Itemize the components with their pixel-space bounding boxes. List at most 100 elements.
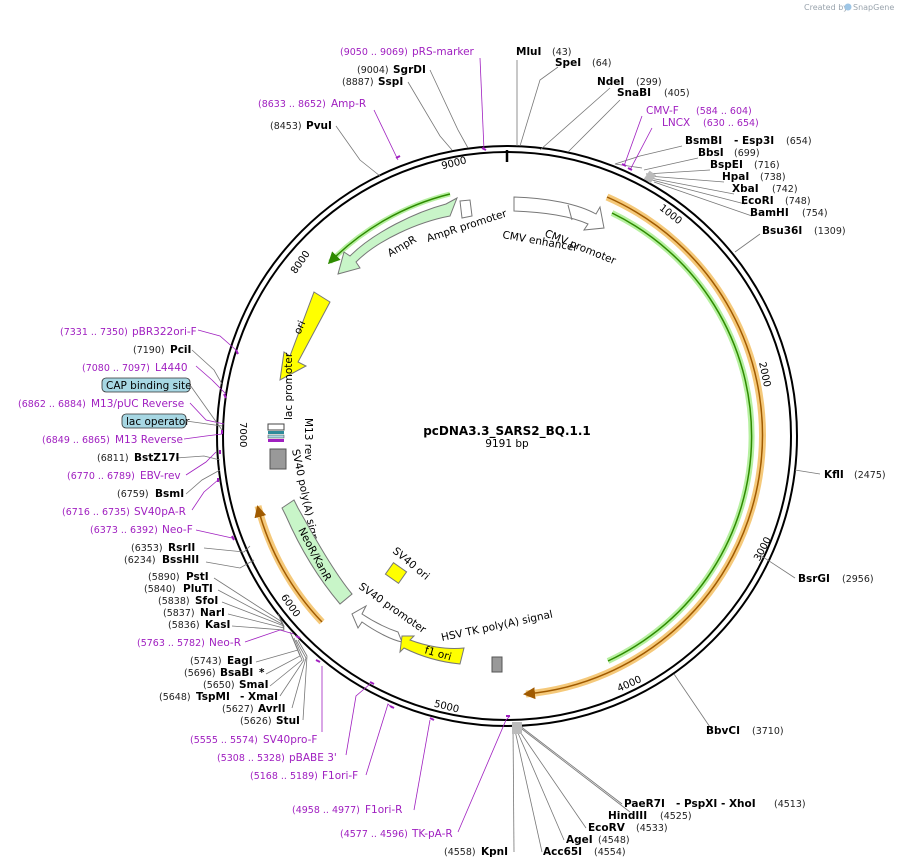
primer-pos: (6862 .. 6884): [18, 399, 86, 410]
enzyme-name[interactable]: HindIII: [608, 810, 647, 822]
enzyme-name[interactable]: AgeI: [566, 834, 593, 846]
green-arc-top-line: [327, 193, 451, 265]
enzyme-name[interactable]: RsrII: [168, 542, 195, 554]
ampr-promoter-feature: [459, 199, 473, 219]
watermark-text: Created by: [804, 3, 848, 12]
f1-ori-feature: [399, 635, 465, 665]
primer-name[interactable]: F1ori-R: [365, 804, 402, 816]
enzyme-pos: (5626): [240, 716, 272, 727]
enzyme-name[interactable]: HpaI: [722, 171, 749, 183]
enzyme-name[interactable]: Bsu36I: [762, 225, 802, 237]
primer-name[interactable]: SV40pro-F: [263, 734, 317, 746]
enzyme-pos: (738): [760, 172, 786, 183]
enzyme-name[interactable]: BstZ17I: [134, 452, 179, 464]
enzyme-name[interactable]: BssHII: [162, 554, 199, 566]
enzyme-name[interactable]: KpnI: [481, 846, 508, 858]
primer-name[interactable]: M13 Reverse: [115, 434, 183, 446]
primer-name[interactable]: Neo-F: [162, 524, 193, 536]
enzyme-name[interactable]: StuI: [276, 715, 300, 727]
enzyme-name[interactable]: KflI: [824, 469, 844, 481]
hsv-tk-block: [491, 656, 503, 673]
primer-name[interactable]: SV40pA-R: [134, 506, 186, 518]
primer-pos: (4958 .. 4977): [292, 805, 360, 816]
enzyme-name[interactable]: BsmBI: [685, 135, 722, 147]
enzyme-name[interactable]: PstI: [186, 571, 209, 583]
sv40-ori-feature: [384, 561, 408, 585]
enzyme-name[interactable]: PaeR7I: [624, 798, 665, 810]
enzyme-name[interactable]: SnaBI: [617, 87, 651, 99]
enzyme-name[interactable]: XbaI: [732, 183, 759, 195]
enzyme-name[interactable]: BsmI: [155, 488, 184, 500]
primer-pos: (6849 .. 6865): [42, 435, 110, 446]
primer-pos: (7080 .. 7097): [82, 363, 150, 374]
primer-name[interactable]: CMV-F: [646, 105, 679, 117]
enzyme-pos: (5838): [158, 596, 190, 607]
primer-pos: (5555 .. 5574): [190, 735, 258, 746]
enzyme-name[interactable]: TspMI: [196, 691, 230, 703]
orange-arc-right-line: [523, 196, 764, 700]
enzyme-name[interactable]: NdeI: [597, 76, 624, 88]
enzyme-suffix: - Esp3I: [734, 135, 774, 147]
enzyme-name[interactable]: SmaI: [239, 679, 269, 691]
primer-name[interactable]: pBABE 3': [289, 752, 337, 764]
green-arc-right: [606, 210, 755, 664]
primer-name[interactable]: pRS-marker: [412, 46, 475, 58]
primer-sites: [217, 147, 633, 721]
enzyme-name[interactable]: PluTI: [183, 583, 213, 595]
enzyme-name[interactable]: MluI: [516, 46, 541, 58]
primer-name[interactable]: EBV-rev: [140, 470, 181, 482]
cap-binding-site-box[interactable]: CAP binding site: [101, 377, 192, 393]
ampr-feature: [337, 196, 458, 275]
enzyme-name[interactable]: SgrDI: [393, 64, 426, 76]
enzyme-name[interactable]: PvuI: [306, 120, 332, 132]
enzyme-pos: (6811): [97, 453, 129, 464]
enzyme-suffix: *: [259, 667, 265, 679]
primer-name[interactable]: L4440: [155, 362, 188, 374]
enzyme-name[interactable]: SspI: [378, 76, 403, 88]
primer-name[interactable]: LNCX: [662, 117, 690, 129]
enzyme-connectors: [175, 60, 821, 853]
enzyme-name[interactable]: BsrGI: [798, 573, 830, 585]
tick-1000: 1000: [657, 203, 684, 227]
m13-rev-block: [268, 431, 284, 434]
enzyme-pos: (4533): [636, 823, 668, 834]
enzyme-name[interactable]: NarI: [200, 607, 225, 619]
lac-operator-box[interactable]: lac operator: [121, 413, 190, 429]
enzyme-pos: (6759): [117, 489, 149, 500]
enzyme-name[interactable]: EagI: [227, 655, 253, 667]
enzyme-pos: (5840): [144, 584, 176, 595]
enzyme-name[interactable]: Acc65I: [543, 846, 582, 858]
enzyme-pos: (64): [592, 58, 612, 69]
lac-promoter-block: [267, 423, 285, 431]
enzyme-name[interactable]: BbvCI: [706, 725, 740, 737]
enzyme-pos: (5696): [184, 668, 216, 679]
mcs-mark-bottom: [512, 722, 522, 734]
primer-pos: (630 .. 654): [703, 118, 759, 129]
sv40-promoter-label: SV40 promoter: [356, 581, 428, 637]
enzyme-name[interactable]: EcoRI: [741, 195, 774, 207]
enzyme-name[interactable]: BbsI: [698, 147, 724, 159]
primer-name[interactable]: Neo-R: [209, 637, 241, 649]
enzyme-name[interactable]: EcoRV: [588, 822, 626, 834]
primer-name[interactable]: F1ori-F: [322, 770, 358, 782]
enzyme-pos: (748): [785, 196, 811, 207]
enzyme-name[interactable]: SpeI: [555, 57, 581, 69]
enzyme-name[interactable]: PciI: [170, 344, 191, 356]
enzyme-name[interactable]: BamHI: [750, 207, 789, 219]
enzyme-name[interactable]: AvrII: [258, 703, 286, 715]
primer-pos: (5763 .. 5782): [137, 638, 205, 649]
enzyme-name[interactable]: KasI: [205, 619, 230, 631]
cap-block: [267, 434, 285, 439]
enzyme-name[interactable]: BsaBI: [220, 667, 253, 679]
primer-name[interactable]: M13/pUC Reverse: [91, 398, 184, 410]
lac-connector: [185, 420, 223, 427]
enzyme-pos: (2475): [854, 470, 886, 481]
enzyme-name[interactable]: BspEI: [710, 159, 743, 171]
sv40-promoter-feature: [351, 604, 403, 643]
primer-name[interactable]: TK-pA-R: [411, 828, 453, 840]
primer-name[interactable]: pBR322ori-F: [132, 326, 197, 338]
enzyme-pos: (2956): [842, 574, 874, 585]
enzyme-pos: (8887): [342, 77, 374, 88]
enzyme-name[interactable]: SfoI: [195, 595, 218, 607]
primer-name[interactable]: Amp-R: [331, 98, 366, 110]
